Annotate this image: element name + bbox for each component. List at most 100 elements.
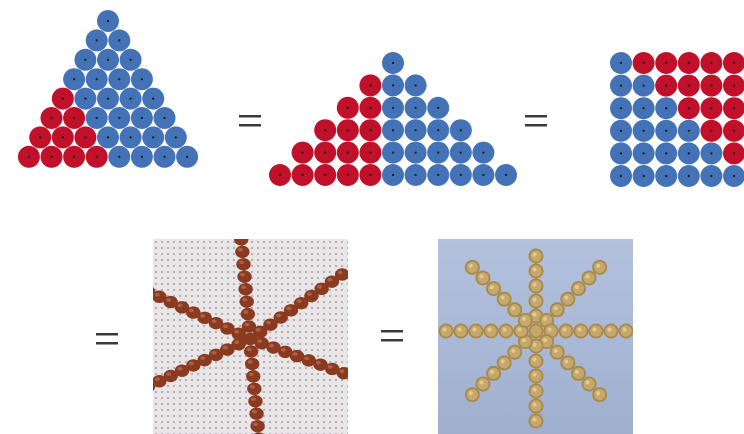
red-dot bbox=[314, 119, 337, 142]
red-dot bbox=[85, 145, 108, 168]
red-dot bbox=[51, 87, 74, 110]
blue-dot bbox=[382, 141, 404, 164]
coin bbox=[528, 413, 544, 429]
chestnut bbox=[314, 282, 329, 296]
blue-dot bbox=[655, 97, 678, 120]
chestnut bbox=[263, 318, 278, 331]
coin bbox=[528, 293, 544, 309]
red-dot bbox=[723, 119, 744, 142]
blue-dot bbox=[382, 164, 404, 186]
coin bbox=[498, 323, 514, 339]
red-dot bbox=[632, 52, 655, 74]
coin bbox=[528, 248, 544, 264]
chestnut bbox=[234, 239, 249, 246]
chestnut bbox=[304, 289, 319, 303]
blue-dot bbox=[108, 107, 131, 129]
red-dot bbox=[291, 141, 314, 164]
blue-dot bbox=[632, 119, 655, 142]
blue-dot bbox=[632, 165, 655, 187]
red-dot bbox=[269, 164, 291, 186]
chestnut bbox=[313, 358, 328, 371]
triangle-figure bbox=[17, 10, 199, 168]
chestnut bbox=[163, 295, 178, 309]
blue-dot bbox=[449, 119, 472, 142]
chestnut bbox=[243, 345, 259, 358]
red-dot bbox=[336, 164, 359, 186]
chestnut bbox=[163, 369, 178, 383]
chestnut bbox=[273, 311, 288, 324]
blue-dot bbox=[97, 126, 119, 149]
blue-dot bbox=[677, 119, 700, 142]
blue-dot bbox=[63, 68, 86, 91]
chestnut bbox=[336, 367, 348, 380]
coin bbox=[438, 323, 454, 339]
coin bbox=[570, 365, 586, 381]
chestnut bbox=[186, 359, 201, 372]
blue-dot bbox=[404, 119, 427, 142]
blue-dot bbox=[130, 68, 153, 91]
blue-dot bbox=[472, 141, 495, 164]
chestnut bbox=[289, 349, 305, 363]
chestnut bbox=[153, 286, 156, 296]
blue-dot bbox=[404, 74, 427, 97]
red-dot bbox=[700, 74, 723, 97]
blue-dot bbox=[449, 164, 472, 186]
red-dot bbox=[63, 145, 86, 168]
coin bbox=[592, 387, 608, 403]
blue-dot bbox=[700, 165, 723, 187]
blue-dot bbox=[382, 96, 404, 119]
blue-dot bbox=[130, 145, 153, 168]
blue-dot bbox=[610, 74, 632, 97]
blue-dot bbox=[142, 87, 165, 110]
chestnut bbox=[174, 301, 190, 314]
blue-dot bbox=[382, 52, 404, 74]
blue-dot bbox=[85, 68, 108, 91]
blue-dot bbox=[723, 165, 744, 187]
red-dot bbox=[723, 142, 744, 165]
chestnut bbox=[250, 419, 265, 433]
chestnut bbox=[254, 337, 269, 350]
chestnut bbox=[197, 311, 212, 325]
red-dot bbox=[677, 74, 700, 97]
blue-dot bbox=[85, 107, 108, 129]
blue-dot bbox=[108, 145, 131, 168]
blue-dot bbox=[632, 97, 655, 120]
blue-dot bbox=[610, 142, 632, 165]
rectangle-figure bbox=[610, 52, 744, 187]
chestnut bbox=[174, 364, 190, 377]
coin bbox=[549, 302, 565, 318]
blue-dot bbox=[610, 119, 632, 142]
chestnut bbox=[153, 382, 156, 392]
blue-dot bbox=[427, 164, 450, 186]
chestnut bbox=[241, 320, 257, 333]
coin bbox=[528, 398, 544, 414]
chestnut bbox=[253, 325, 268, 339]
chestnut bbox=[236, 258, 251, 271]
coin bbox=[581, 376, 597, 392]
blue-dot bbox=[610, 97, 632, 120]
chestnut bbox=[266, 341, 281, 354]
chestnut bbox=[242, 332, 258, 346]
coin bbox=[483, 323, 499, 339]
blue-dot bbox=[108, 68, 131, 91]
coin bbox=[528, 368, 544, 384]
blue-dot bbox=[97, 10, 119, 32]
chestnut bbox=[208, 316, 224, 330]
coin bbox=[528, 353, 544, 369]
coin bbox=[475, 270, 491, 286]
blue-dot bbox=[632, 142, 655, 165]
red-dot bbox=[359, 96, 382, 119]
blue-dot bbox=[677, 165, 700, 187]
blue-dot bbox=[655, 119, 678, 142]
red-dot bbox=[314, 164, 337, 186]
chestnut-star-photo bbox=[153, 239, 348, 434]
blue-dot bbox=[85, 29, 108, 52]
blue-dot bbox=[142, 126, 165, 149]
chestnut bbox=[244, 357, 260, 371]
red-dot bbox=[359, 141, 382, 164]
red-dot bbox=[314, 141, 337, 164]
coin bbox=[588, 323, 604, 339]
chestnut bbox=[248, 395, 263, 408]
coin bbox=[528, 263, 544, 279]
chestnut bbox=[239, 295, 254, 308]
